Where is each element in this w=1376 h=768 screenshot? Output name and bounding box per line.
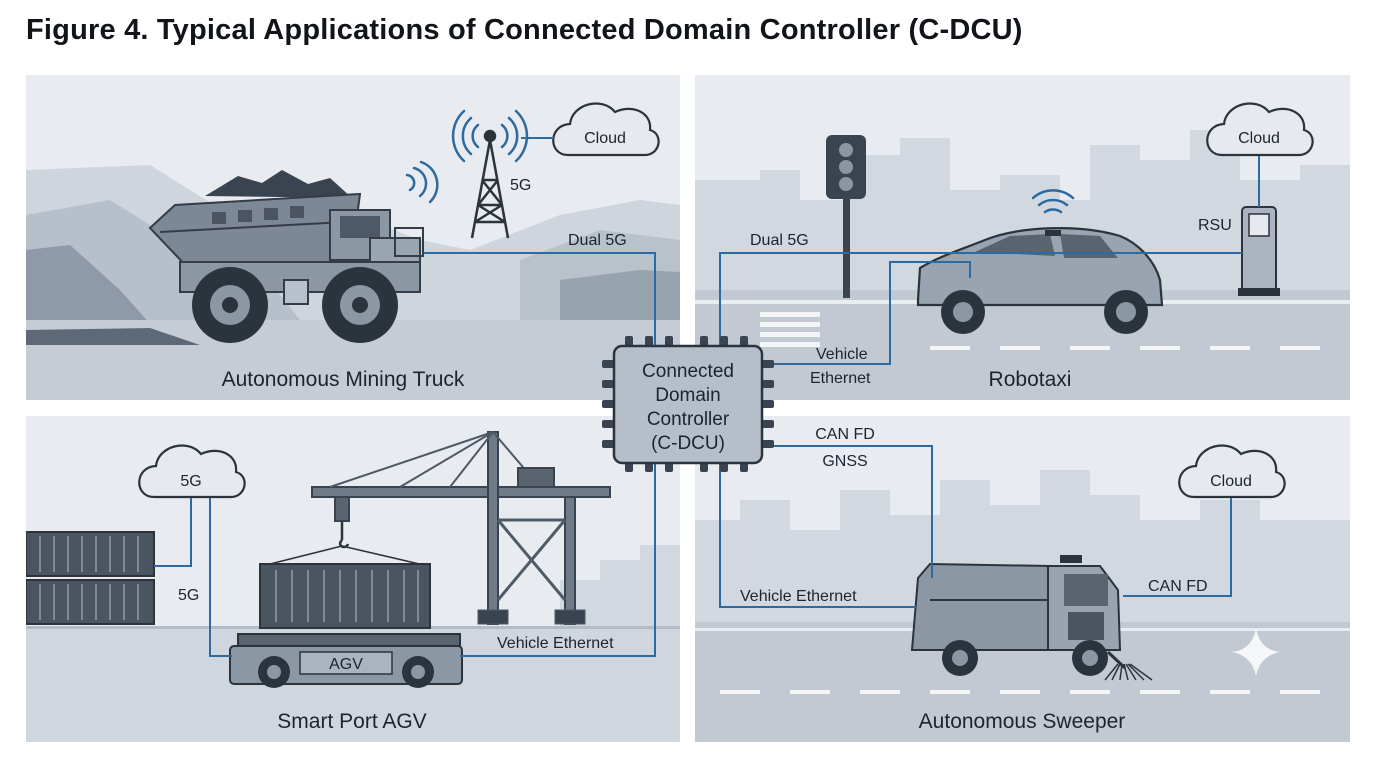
car-signal-icon — [1031, 189, 1075, 214]
hanging-container-illustration — [259, 563, 431, 629]
robotaxi-caption: Robotaxi — [989, 368, 1072, 391]
mining-link-label: Dual 5G — [568, 232, 627, 249]
tower-signal-icon — [451, 109, 529, 163]
agv-vehicle-illustration — [229, 633, 463, 688]
sweeper-gnss-label: GNSS — [822, 453, 867, 470]
robotaxi-link-bottom-label-1: Vehicle — [816, 346, 868, 363]
panel-robotaxi: RSU Cloud Dual 5G Vehicle Ethernet Robot… — [695, 75, 1350, 400]
truck-antenna-signal-icon — [405, 160, 439, 204]
sweeper-can-top-label: CAN FD — [815, 426, 875, 443]
port-cloud-icon — [138, 444, 246, 499]
panel-sweeper: Cloud CAN FD GNSS Vehicle Ethernet CAN F… — [695, 416, 1350, 742]
port-caption: Smart Port AGV — [277, 710, 426, 733]
robotaxi-cloud-icon — [1206, 102, 1314, 157]
sweeper-cloud-label: Cloud — [1210, 473, 1252, 490]
chip-line-2: Domain — [655, 385, 720, 406]
rsu-label: RSU — [1198, 217, 1232, 234]
mining-truck-illustration — [148, 170, 424, 343]
tower-5g-label: 5G — [510, 177, 531, 194]
connection-lines — [154, 252, 1242, 657]
sweeper-cloud-icon — [1178, 444, 1286, 499]
chip-line-1: Connected — [642, 361, 734, 382]
port-cloud-label: 5G — [180, 473, 201, 490]
robotaxi-cloud-label: Cloud — [1238, 130, 1280, 147]
robotaxi-car-illustration — [916, 227, 1164, 334]
sweeper-caption: Autonomous Sweeper — [919, 710, 1126, 733]
figure-title: Figure 4. Typical Applications of Connec… — [26, 14, 1023, 46]
chip-line-4: (C-DCU) — [651, 433, 725, 454]
gantry-crane-illustration — [261, 431, 611, 625]
agv-label: AGV — [329, 656, 363, 673]
mining-cloud-label: Cloud — [584, 130, 626, 147]
sweeper-can-right-label: CAN FD — [1148, 578, 1208, 595]
mining-caption: Autonomous Mining Truck — [222, 368, 465, 391]
rsu-unit-icon — [1238, 206, 1280, 296]
robotaxi-link-bottom-label-2: Ethernet — [810, 370, 871, 387]
container-stack-illustration — [26, 531, 155, 625]
port-link-label: Vehicle Ethernet — [497, 635, 614, 652]
cell-tower-icon — [470, 129, 510, 239]
sparkle-icon — [1232, 628, 1280, 676]
sweeper-ethernet-label: Vehicle Ethernet — [740, 588, 857, 605]
street-sweeper-illustration — [910, 555, 1153, 681]
mining-cloud-icon — [552, 102, 660, 157]
panel-mining: 5G Cloud Dual 5G Autonomous Mining Truck — [26, 75, 680, 400]
panel-port: AGV 5G 5G Vehicle Ethernet Smart Port AG… — [26, 416, 680, 742]
traffic-light-icon — [826, 135, 866, 298]
chip-line-3: Controller — [647, 409, 730, 430]
c-dcu-chip: Connected Domain Controller (C-DCU) — [602, 336, 774, 472]
robotaxi-link-top-label: Dual 5G — [750, 232, 809, 249]
port-side-5g-label: 5G — [178, 587, 199, 604]
